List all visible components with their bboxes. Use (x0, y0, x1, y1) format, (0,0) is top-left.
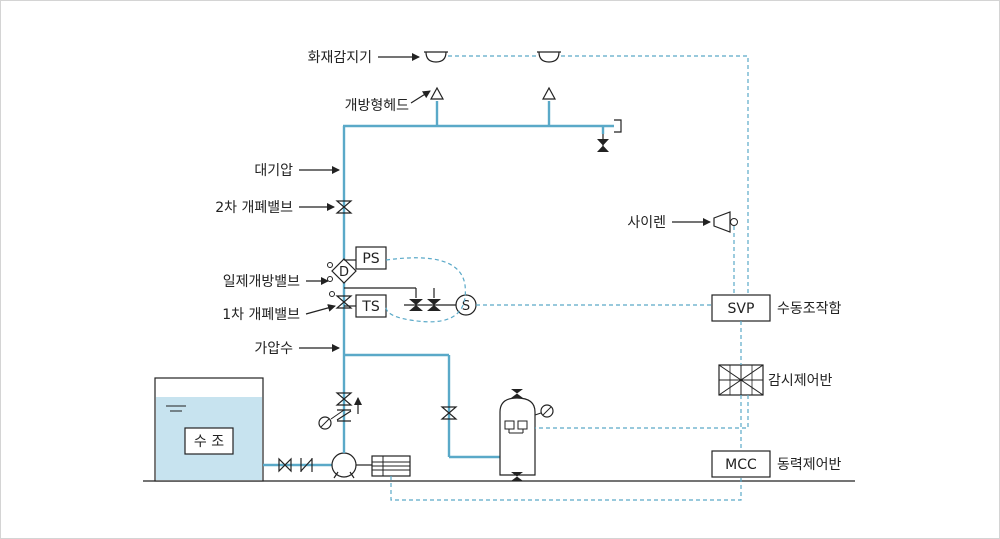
label-manual-box: 수동조작함 (777, 301, 842, 317)
monitor-panel-box (718, 364, 764, 396)
svp-box (711, 294, 771, 322)
branch-gate-valve (440, 406, 458, 420)
label-fire-detector: 화재감지기 (308, 50, 372, 66)
label-primary-valve: 1차 개폐밸브 (222, 307, 300, 323)
siren-icon (713, 211, 738, 233)
solenoid-valve-1 (409, 299, 423, 311)
label-deluge-valve: 일제개방밸브 (223, 274, 300, 290)
water-tank: 수 조 (154, 377, 264, 482)
primary-gate-valve (329, 291, 353, 309)
pressure-switch-box (355, 246, 387, 270)
fire-detector-2 (537, 51, 561, 63)
mcc-label: MCC (725, 457, 757, 473)
pressure-gauge (318, 409, 345, 430)
test-valve (597, 134, 609, 152)
signal-wiring (385, 55, 749, 501)
svp-label: SVP (728, 301, 755, 317)
pump-discharge-valve (335, 392, 362, 422)
label-pressurized: 가압수 (254, 341, 293, 357)
tank-label: 수 조 (194, 434, 224, 450)
label-monitor-panel: 감시제어반 (768, 373, 833, 389)
deluge-valve: D (327, 258, 357, 284)
label-power-panel: 동력제어반 (777, 457, 842, 473)
open-head-1 (429, 86, 445, 100)
header-end-cap (614, 119, 622, 133)
fire-pump (331, 452, 372, 479)
pump-motor (371, 455, 411, 477)
open-head-2 (541, 86, 557, 100)
fire-detector-1 (424, 51, 448, 63)
label-secondary-valve: 2차 개폐밸브 (215, 200, 293, 216)
label-open-head: 개방형헤드 (345, 98, 410, 114)
deluge-valve-letter: D (339, 265, 349, 280)
mcc-box (711, 450, 771, 478)
label-atmospheric: 대기압 (254, 163, 293, 179)
secondary-gate-valve (335, 200, 353, 214)
pressure-tank (499, 389, 554, 481)
pressure-switch-label: PS (362, 251, 379, 267)
solenoid-letter: S (462, 299, 470, 314)
tamper-switch-label: TS (361, 299, 380, 315)
suction-check-valve (300, 458, 313, 472)
label-siren: 사이렌 (627, 215, 666, 231)
suction-valve (278, 457, 292, 473)
tamper-switch-box (355, 294, 387, 318)
solenoid-valve-2 (427, 299, 441, 311)
